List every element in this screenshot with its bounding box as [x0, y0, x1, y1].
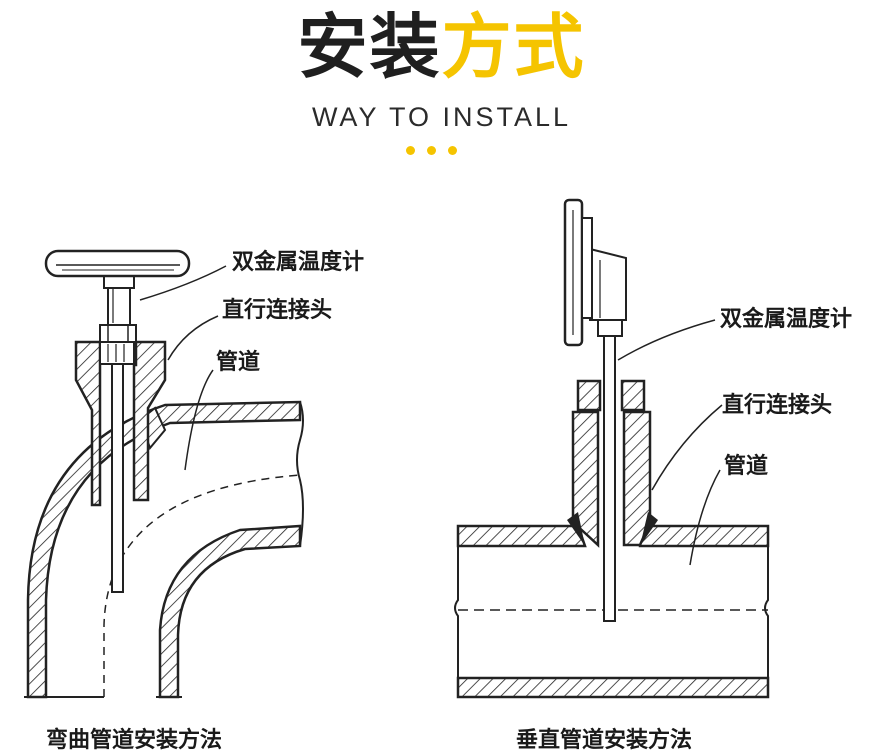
right-thermometer: [563, 198, 627, 622]
dot-icon: [448, 146, 457, 155]
decorative-dots: [406, 146, 466, 156]
left-connector: [74, 340, 167, 507]
dot-icon: [406, 146, 415, 155]
right-connector: [567, 379, 658, 548]
title-part-yellow: 方式: [441, 6, 586, 88]
left-thermometer: [44, 249, 191, 593]
label-pipe-left: 管道: [216, 350, 261, 375]
right-leader-lines: [617, 319, 723, 566]
left-elbow-pipe: [24, 400, 304, 699]
label-pipe-right: 管道: [724, 454, 769, 479]
label-thermometer-right: 双金属温度计: [720, 307, 853, 332]
caption-right: 垂直管道安装方法: [516, 728, 693, 753]
left-leader-lines: [139, 265, 227, 471]
caption-left: 弯曲管道安装方法: [46, 728, 223, 753]
header: 安装方式 WAY TO INSTALL: [0, 0, 883, 170]
right-straight-pipe: [454, 524, 770, 699]
title-part-dark: 安装: [297, 6, 442, 88]
label-connector-right: 直行连接头: [722, 393, 833, 418]
page-subtitle: WAY TO INSTALL: [311, 102, 572, 132]
page-title: 安装方式: [0, 4, 883, 90]
label-connector-left: 直行连接头: [222, 298, 333, 323]
label-thermometer-left: 双金属温度计: [232, 250, 365, 275]
dot-icon: [427, 146, 436, 155]
